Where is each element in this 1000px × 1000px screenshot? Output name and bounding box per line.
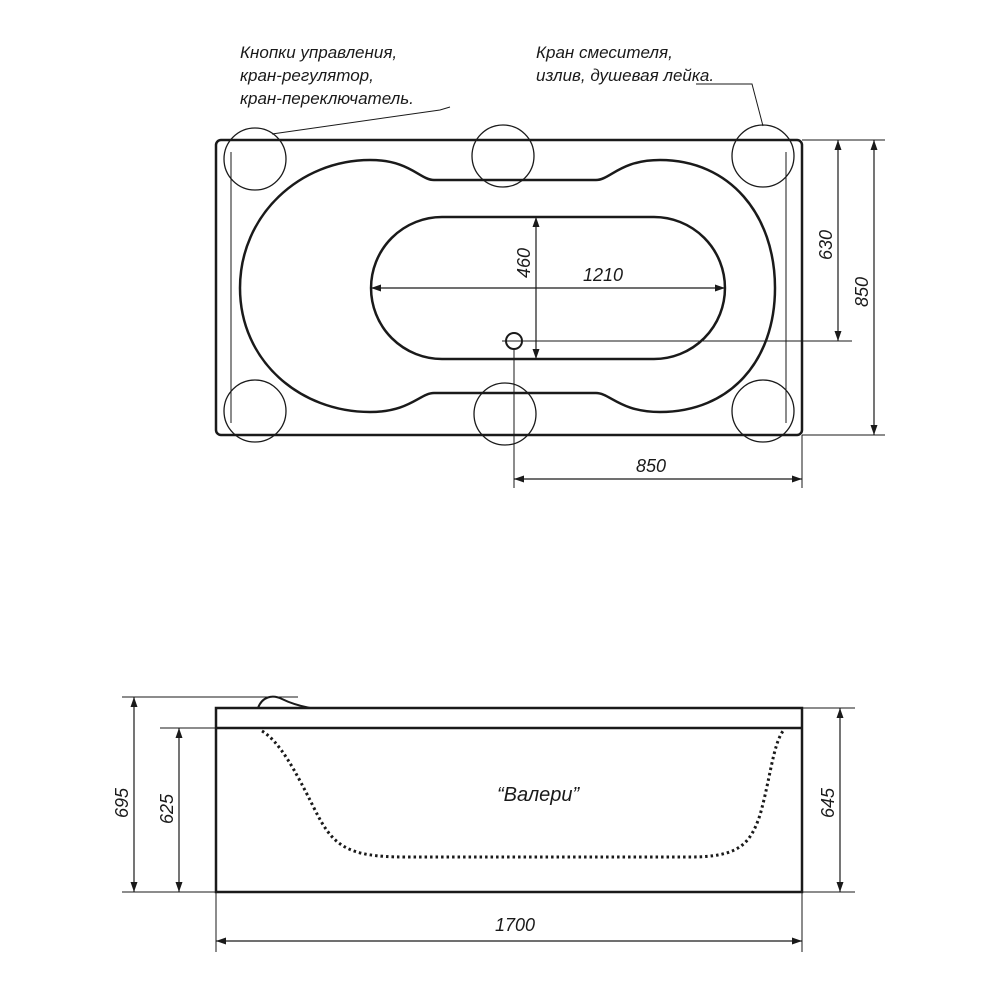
dim-value-1210: 1210 — [583, 265, 623, 285]
dim-value-1700: 1700 — [495, 915, 535, 935]
bowl-profile-dotted — [261, 729, 785, 859]
dim-value-850-horizontal: 850 — [636, 456, 666, 476]
side-view: “Валери” 695 625 645 1700 — [112, 695, 855, 952]
fitting-hole-bottom-left — [223, 379, 287, 443]
fitting-hole-top-left — [223, 127, 287, 191]
dim-value-630: 630 — [816, 230, 836, 260]
faucet-profile — [257, 695, 311, 709]
controls-leader-line — [271, 106, 451, 135]
bowl-outline — [238, 158, 777, 414]
dim-value-645: 645 — [818, 787, 838, 818]
dim-value-695: 695 — [112, 787, 132, 818]
top-view: Кнопки управления, кран-регулятор, кран-… — [214, 43, 885, 488]
callout-controls-line1: Кнопки управления, — [240, 43, 397, 62]
fitting-hole-bottom-center — [473, 382, 537, 446]
callout-controls-line2: кран-регулятор, — [240, 66, 374, 85]
fitting-hole-top-center — [471, 124, 535, 188]
dim-value-460: 460 — [514, 248, 534, 278]
callout-mixer-line1: Кран смесителя, — [536, 43, 673, 62]
side-panel — [214, 706, 804, 894]
callout-mixer-line2: излив, душевая лейка. — [536, 66, 714, 85]
fitting-hole-top-right — [731, 124, 795, 188]
model-name: “Валери” — [497, 784, 581, 806]
dim-value-625: 625 — [157, 793, 177, 824]
fitting-hole-bottom-right — [731, 379, 795, 443]
mixer-leader-line — [696, 83, 764, 127]
tub-outer-rim — [214, 138, 804, 437]
dim-value-850-vertical: 850 — [852, 277, 872, 307]
callout-controls-line3: кран-переключатель. — [240, 89, 414, 108]
bowl-floor — [369, 215, 727, 361]
